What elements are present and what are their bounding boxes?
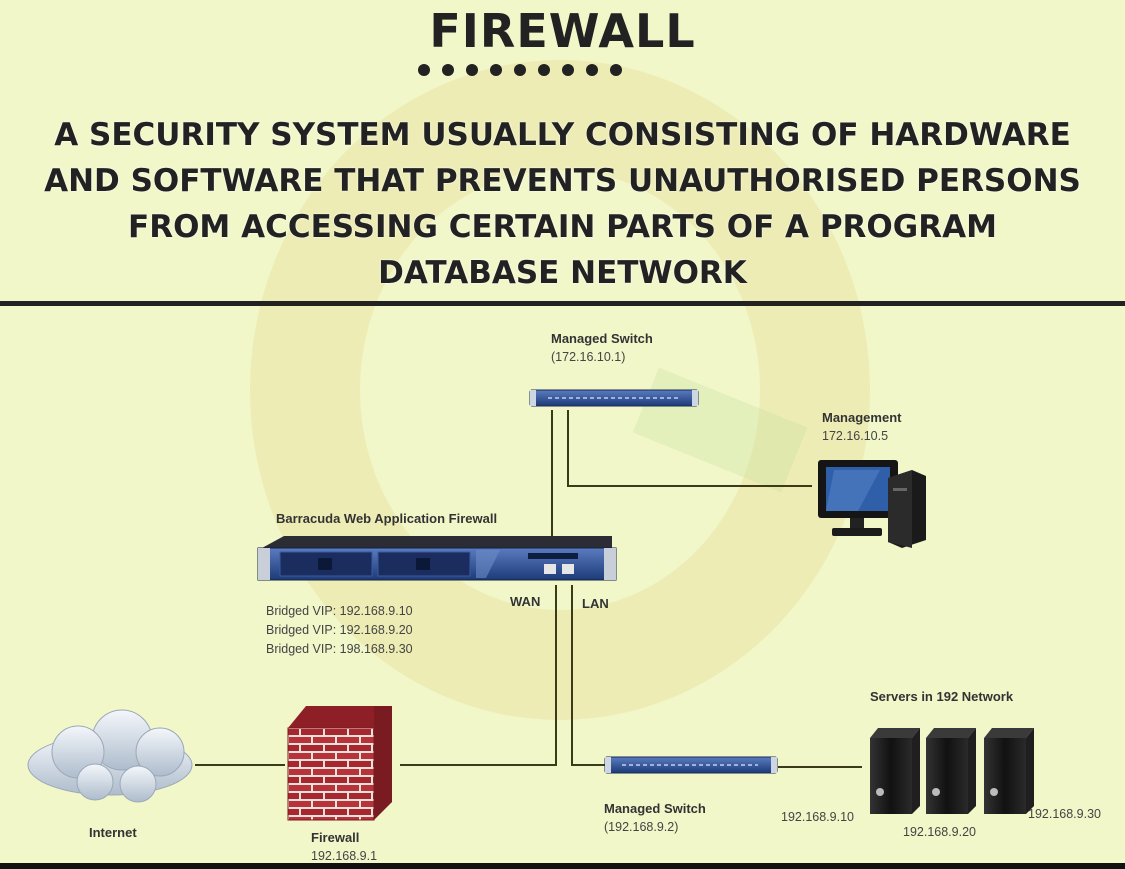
definition-text: A SECURITY SYSTEM USUALLY CONSISTING OF … — [20, 112, 1105, 296]
title-dots-divider — [418, 64, 622, 76]
bottom-switch-label: Managed Switch — [604, 801, 706, 816]
wire-waf-lan-to-bottom-switch — [571, 585, 605, 766]
managed-switch-top-icon — [529, 389, 699, 407]
firewall-brick-wall-icon — [287, 706, 392, 821]
top-switch-label: Managed Switch — [551, 331, 653, 346]
top-switch-ip: (172.16.10.1) — [551, 350, 626, 364]
definition-line: A SECURITY SYSTEM USUALLY CONSISTING OF … — [54, 117, 1071, 153]
bottom-border — [0, 863, 1125, 869]
internet-cloud-icon — [27, 709, 193, 803]
servers-label: Servers in 192 Network — [870, 689, 1014, 704]
connection-wires — [195, 410, 862, 768]
management-label: Management — [822, 410, 902, 425]
firewall-label: Firewall — [311, 830, 360, 845]
server-tower-icon — [870, 728, 920, 814]
waf-vip-3: Bridged VIP: 198.168.9.30 — [266, 642, 413, 656]
page-title: FIREWALL — [429, 4, 696, 58]
server-tower-icon — [926, 728, 976, 814]
wire-top-switch-to-management — [567, 410, 812, 487]
management-computer-icon — [818, 460, 926, 548]
managed-switch-bottom-icon — [604, 756, 778, 774]
section-divider — [0, 301, 1125, 306]
definition-line: DATABASE NETWORK — [378, 255, 747, 291]
wan-port-label: WAN — [510, 594, 541, 609]
waf-vip-2: Bridged VIP: 192.168.9.20 — [266, 623, 413, 637]
server-ip-3: 192.168.9.30 — [1028, 807, 1101, 821]
waf-label: Barracuda Web Application Firewall — [276, 511, 498, 526]
server-ip-2: 192.168.9.20 — [903, 825, 976, 839]
firewall-ip: 192.168.9.1 — [311, 849, 378, 863]
barracuda-waf-appliance-icon — [257, 536, 617, 581]
wire-firewall-to-waf-wan — [400, 585, 557, 766]
internet-label: Internet — [89, 825, 137, 840]
lan-port-label: LAN — [582, 596, 609, 611]
server-tower-icon — [984, 728, 1034, 814]
management-ip: 172.16.10.5 — [822, 429, 889, 443]
definition-line: FROM ACCESSING CERTAIN PARTS OF A PROGRA… — [128, 209, 997, 245]
server-ip-1: 192.168.9.10 — [781, 810, 854, 824]
bottom-switch-ip: (192.168.9.2) — [604, 820, 679, 834]
waf-vip-1: Bridged VIP: 192.168.9.10 — [266, 604, 413, 618]
definition-line: AND SOFTWARE THAT PREVENTS UNAUTHORISED … — [44, 163, 1081, 199]
